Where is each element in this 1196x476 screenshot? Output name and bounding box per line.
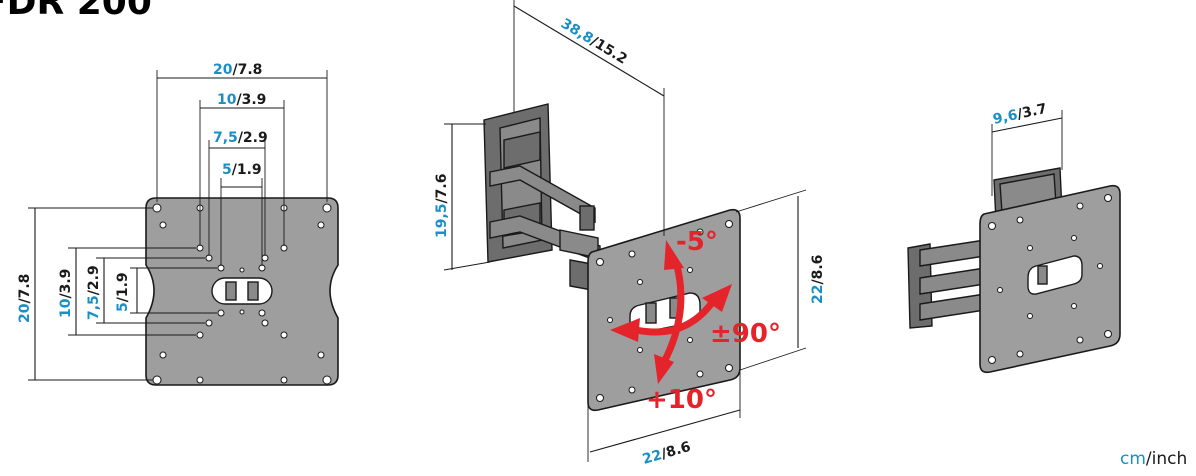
front-dim-10v: 10/3.9 xyxy=(58,269,74,318)
upper-arm xyxy=(489,165,596,224)
front-dim-5v: 5/1.9 xyxy=(115,272,131,312)
swivel-label: ±90° xyxy=(710,319,781,349)
front-dim-75h: 7,5/2.9 xyxy=(213,130,268,146)
tilt-down-label: +10° xyxy=(646,385,717,415)
folded-holes xyxy=(988,194,1112,364)
tilt-up-label: -5° xyxy=(676,227,718,257)
arm-length-dim: 38,8/15.2 xyxy=(558,16,630,68)
plate-height-dim: 22/8.6 xyxy=(810,255,826,304)
extended-view: -5° ±90° +10° 38,8/15.2 19,5/7.6 22/8.6 … xyxy=(434,0,826,468)
front-center-slot xyxy=(211,277,273,305)
front-dim-10h: 10/3.9 xyxy=(217,92,266,108)
front-dim-75v: 7,5/2.9 xyxy=(86,265,102,320)
front-dim-20v: 20/7.8 xyxy=(17,274,33,323)
swivel-arrow xyxy=(610,284,732,342)
front-dim-20h: 20/7.8 xyxy=(213,62,262,78)
front-dim-5h: 5/1.9 xyxy=(222,162,262,178)
extended-holes xyxy=(596,220,733,402)
plate-width-dim: 22/8.6 xyxy=(641,439,693,468)
front-view: 20/7.8 10/3.9 7,5/2.9 5/1.9 20/7.8 10/3.… xyxy=(17,62,339,386)
folded-view: 9,6/3.7 xyxy=(907,101,1121,374)
wall-plate-height-dim: 19,5/7.6 xyxy=(434,174,450,238)
folded-depth-dim: 9,6/3.7 xyxy=(992,101,1049,128)
product-title: FDR 200 xyxy=(0,0,152,23)
unit-legend: cm/inch xyxy=(1120,449,1187,469)
tilt-arrow xyxy=(654,240,685,384)
